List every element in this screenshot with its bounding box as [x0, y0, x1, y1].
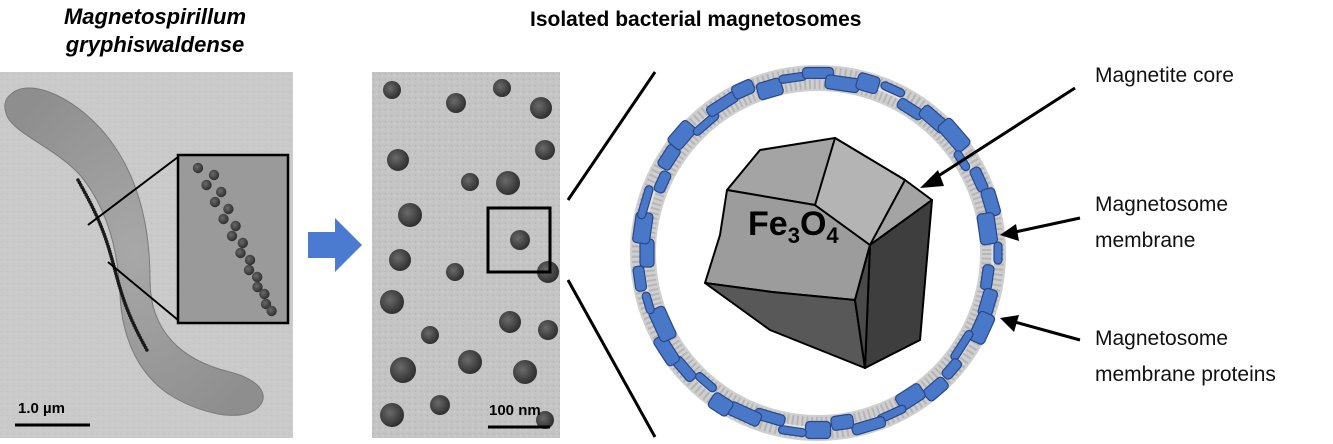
membrane-protein	[804, 420, 832, 440]
isolated-particle	[446, 263, 464, 281]
isolated-particles	[380, 79, 559, 429]
membrane-protein	[976, 212, 998, 246]
formula-sub-4: 4	[826, 222, 839, 248]
label-proteins-line1: Magnetosome	[1095, 327, 1229, 350]
membrane-protein	[801, 66, 835, 80]
inset-particle	[235, 247, 246, 259]
isolated-magnetosomes-title: Isolated bacterial magnetosomes	[530, 8, 862, 31]
isolated-particle	[383, 81, 401, 99]
isolated-particle	[510, 230, 530, 250]
membrane-protein	[730, 79, 756, 100]
membrane-protein	[880, 81, 906, 98]
isolated-particle	[430, 395, 450, 415]
membrane-proteins	[632, 66, 1003, 440]
inset-particle	[192, 162, 204, 174]
membrane-protein	[648, 305, 677, 343]
inset-particle	[230, 220, 241, 232]
isolated-particle	[499, 311, 521, 333]
isolated-particle	[446, 93, 466, 113]
isolated-particle	[458, 350, 482, 374]
membrane-protein	[777, 425, 807, 438]
label-membrane-line1: Magnetosome	[1095, 193, 1229, 216]
formula-sub-3: 3	[787, 222, 800, 248]
membrane-protein	[830, 413, 855, 431]
isolated-particle	[538, 320, 558, 340]
formula-element-fe: Fe	[748, 205, 788, 243]
inset-particle	[208, 169, 220, 181]
isolated-particle	[389, 249, 411, 271]
bacterium-cell	[4, 87, 264, 416]
membrane-protein	[968, 310, 996, 345]
label-magnetite-core: Magnetite core	[1095, 64, 1234, 87]
zoom-box	[486, 206, 552, 274]
species-name-line1: Magnetospirillum	[63, 4, 247, 29]
isolated-particle	[536, 411, 554, 429]
isolated-tem-panel	[372, 72, 560, 438]
isolated-particle	[493, 79, 511, 97]
chain-particle	[145, 348, 149, 352]
isolated-particle	[461, 173, 479, 191]
inset-particle	[260, 298, 272, 310]
right-arrow-icon	[308, 218, 362, 272]
membrane-protein	[667, 119, 697, 151]
membrane-protein	[993, 241, 1003, 265]
inset-particle	[209, 196, 221, 208]
isolated-particle	[380, 290, 404, 314]
formula-label: Fe3O4	[748, 205, 839, 248]
inset-particle	[252, 281, 263, 293]
membrane-protein	[755, 77, 784, 101]
isolated-particle	[513, 360, 537, 384]
inset-particle	[223, 203, 234, 215]
inset-particle	[226, 230, 238, 242]
membrane-protein	[980, 187, 1002, 218]
inset-particle	[252, 271, 263, 283]
inset-particle	[244, 254, 256, 266]
membrane-protein	[632, 265, 648, 292]
isolated-particle	[530, 97, 552, 119]
inset-particle	[218, 213, 229, 225]
membrane-protein	[637, 185, 654, 220]
membrane-protein	[941, 358, 963, 380]
inset-particle	[237, 237, 248, 249]
membrane-protein	[641, 291, 655, 315]
species-name-line2: gryphiswaldense	[65, 32, 245, 57]
membrane-protein	[922, 376, 949, 402]
magnetosome-schematic	[630, 65, 1006, 441]
membrane-protein	[937, 117, 971, 153]
bacterium-tem-panel	[0, 72, 293, 438]
membrane-protein	[694, 372, 718, 393]
scale-label-particles: 100 nm	[489, 402, 541, 419]
scale-label-cell: 1.0 µm	[18, 400, 65, 417]
isolated-particle	[398, 203, 422, 227]
membrane-protein	[653, 170, 672, 194]
isolated-particle	[421, 326, 439, 344]
membrane-protein	[707, 392, 734, 417]
isolated-particle	[496, 171, 520, 195]
membrane-protein	[894, 383, 926, 411]
arrow-pointer-icon	[920, 86, 1081, 342]
isolated-particle	[387, 149, 409, 171]
label-membrane-line2: membrane	[1095, 229, 1196, 252]
formula-element-o: O	[799, 205, 827, 243]
inset-particle	[216, 186, 227, 198]
magnetite-crystal	[704, 137, 933, 369]
isolated-particle	[390, 357, 416, 383]
inset-particles	[192, 162, 277, 317]
membrane-protein	[851, 415, 887, 436]
inset-particle	[259, 288, 270, 300]
inset-particle	[266, 305, 277, 317]
isolated-particle	[380, 403, 404, 427]
membrane-protein	[653, 334, 680, 367]
membrane-protein	[855, 72, 881, 95]
inset-particle	[201, 179, 212, 191]
label-proteins-line2: membrane proteins	[1095, 363, 1276, 386]
isolated-particle	[535, 140, 555, 160]
inset-particle	[243, 264, 255, 276]
